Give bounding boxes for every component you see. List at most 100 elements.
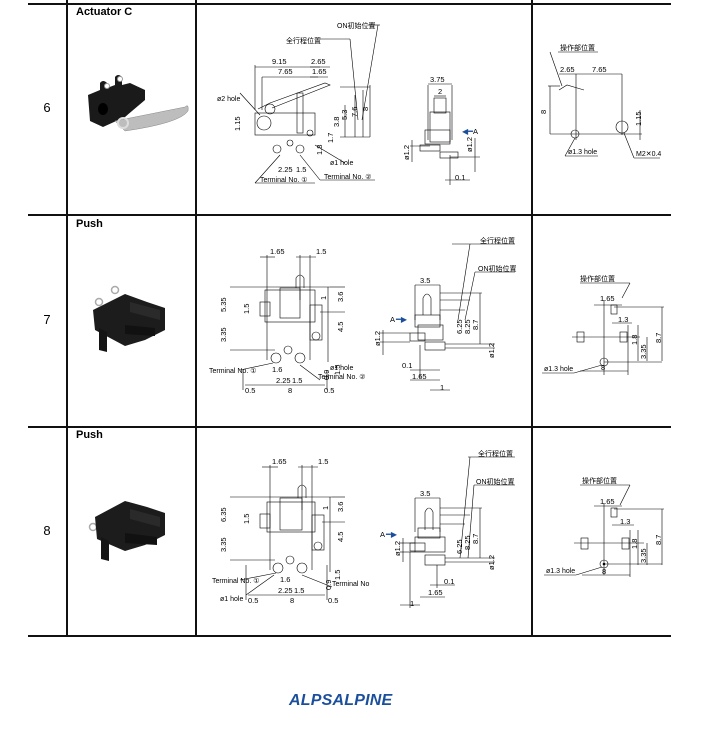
operating-position-label: 操作部位置	[560, 43, 595, 52]
dim-label: ø1.2	[402, 145, 411, 160]
operating-position-label: 操作部位置	[582, 476, 617, 485]
front-view-drawing: 3.5 6.25 8.25 8.7 ø1.2 ø1.2 0.1 1.65 1 全…	[373, 236, 517, 392]
dim-label: ø1.2	[487, 555, 496, 570]
dim-label: 2.25	[276, 376, 291, 385]
dim-label: 2.65	[311, 57, 326, 66]
dim-label: 8.25	[463, 535, 472, 550]
front-view-drawing: 3.75 2 ø1.2 ø1.2 0.1 ◀━ A	[402, 75, 480, 185]
dim-label: 1	[440, 383, 444, 392]
dim-label: 3.6	[336, 292, 345, 302]
row-number: 7	[43, 312, 51, 327]
dim-label: 0.1	[444, 577, 454, 586]
dim-label: 1.65	[312, 67, 327, 76]
dim-label: 6.35	[219, 507, 228, 522]
dim-label: 1.6	[272, 365, 282, 374]
hole-label: ø1 hole	[220, 596, 243, 603]
dim-label: 1	[319, 296, 328, 300]
dim-label: 0.5	[324, 386, 334, 395]
side-view-drawing: 1.65 1.5 6.35 3.35 1.5 3.6 1 4.5 1.6 2.2…	[212, 457, 370, 605]
dim-label: 3.5	[420, 276, 430, 285]
dim-label: 6.25	[455, 319, 464, 334]
dim-label: 1.3	[620, 517, 630, 526]
dim-label: 7.6	[350, 107, 359, 117]
switch-type-label: Push	[76, 429, 103, 441]
dim-label: 8	[602, 567, 606, 576]
dim-label: 5.3	[340, 110, 349, 120]
product-photo-push	[88, 501, 165, 561]
on-start-label: ON初始位置	[478, 264, 517, 273]
dim-label: 1.5	[316, 247, 326, 256]
dim-label: ø1.2	[465, 137, 474, 152]
dim-label: 3.6	[336, 502, 345, 512]
dim-label: 1.5	[242, 304, 251, 314]
view-arrow-label: A	[380, 530, 385, 539]
dim-label: ø1.2	[373, 331, 382, 346]
full-travel-label: 全行程位置	[480, 236, 515, 245]
dim-label: 0.5	[248, 596, 258, 605]
dim-label: 8	[539, 110, 548, 114]
hole-label: ø1.3 hole	[546, 568, 575, 575]
dim-label: 3.35	[639, 344, 648, 359]
dim-label: 8.7	[471, 320, 480, 330]
dim-label: 8	[361, 107, 370, 111]
dim-label: 8	[288, 386, 292, 395]
on-start-label: ON初始位置	[476, 477, 515, 486]
dim-label: 3.8	[332, 117, 341, 127]
dim-label: 1.65	[270, 247, 285, 256]
dim-label: 1.5	[294, 586, 304, 595]
dim-label: 0.1	[455, 173, 465, 182]
full-travel-label: 全行程位置	[286, 36, 321, 45]
terminal-label: Terminal No. ②	[318, 373, 366, 381]
dim-label: 8.25	[463, 319, 472, 334]
dim-label: 7.65	[592, 65, 607, 74]
dim-label: 1	[410, 599, 414, 608]
dim-label: 0.5	[245, 386, 255, 395]
dim-label: 9.15	[272, 57, 287, 66]
row-number: 6	[43, 100, 51, 115]
dim-label: 0.5	[328, 596, 338, 605]
dim-label: 1.5	[333, 570, 342, 580]
hole-label: ø1.3 hole	[568, 149, 597, 156]
hole-label: ø1 hole	[330, 160, 353, 167]
view-arrow-icon: ◀━	[462, 127, 473, 136]
dim-label: 1.5	[333, 365, 342, 375]
on-start-label: ON初始位置	[337, 21, 376, 30]
dim-label: 2	[438, 87, 442, 96]
dim-label: 1.8	[315, 145, 324, 155]
dim-label: 1.65	[412, 372, 427, 381]
terminal-label: Terminal No. ①	[260, 176, 308, 184]
operating-position-label: 操作部位置	[580, 274, 615, 283]
column-divider	[531, 0, 533, 637]
dim-label: 2.25	[278, 586, 293, 595]
dim-label: 1.65	[272, 457, 287, 466]
dim-label: 1.15	[233, 116, 242, 131]
dim-label: 8	[601, 363, 605, 372]
view-arrow-icon: ━▶	[385, 530, 398, 539]
row-divider	[28, 426, 671, 428]
row-divider	[28, 214, 671, 216]
dim-label: 0.1	[402, 361, 412, 370]
product-photo-push	[93, 285, 165, 352]
dim-label: 4.5	[336, 532, 345, 542]
terminal-label: Terminal No. ①	[212, 577, 260, 585]
view-arrow-icon: ━▶	[395, 315, 408, 324]
mount-view-drawing: 1.65 1.3 1.8 3.35 8.7 8 操作部位置 ø1.3 hole	[542, 274, 664, 375]
terminal-label: Terminal No. ②	[332, 580, 370, 588]
alpsalpine-logo: ALPSALPINE	[289, 692, 393, 709]
dim-label: 5.35	[219, 297, 228, 312]
front-view-drawing: 3.5 6.25 8.25 8.7 ø1.2 ø1.2 0.1 1.65 1 全…	[380, 449, 515, 608]
dim-label: 1.65	[600, 294, 615, 303]
dim-label: 0.9	[322, 370, 331, 380]
dim-label: 3.35	[639, 548, 648, 563]
mount-view-drawing: 2.65 7.65 8 1.15 操作部位置 ø1.3 hole M2✕0.4	[539, 43, 661, 159]
column-divider	[195, 0, 197, 637]
dim-label: 1.5	[296, 165, 306, 174]
terminal-label: Terminal No. ①	[209, 367, 257, 375]
view-arrow-label: A	[473, 127, 478, 136]
dim-label: 1.5	[292, 376, 302, 385]
side-view-drawing: 9.15 7.65 2.65 1.65 1.15 3.8 5.3 7.6 8 1…	[217, 21, 380, 184]
dim-label: 3.35	[219, 537, 228, 552]
dim-label: 3.5	[420, 489, 430, 498]
dim-label: ø1.2	[393, 541, 402, 556]
switch-type-label: Push	[76, 218, 103, 230]
